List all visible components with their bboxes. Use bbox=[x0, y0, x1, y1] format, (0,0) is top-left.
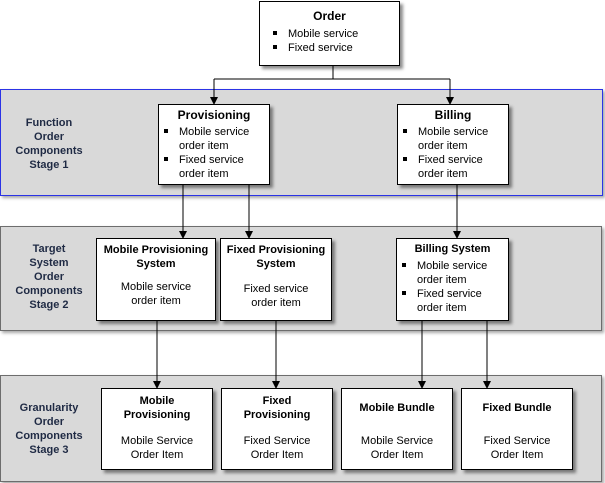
order-title: Order bbox=[313, 9, 346, 23]
fixed-bundle-title: Fixed Bundle bbox=[482, 402, 552, 414]
connector-order-fanout bbox=[214, 66, 450, 80]
billing-system-title: Billing System bbox=[414, 243, 491, 255]
order-box: Order Mobile service Fixed service bbox=[259, 1, 400, 66]
provisioning-title: Provisioning bbox=[177, 108, 251, 122]
order-item: Mobile service bbox=[268, 27, 399, 41]
billing-title: Billing bbox=[434, 108, 472, 122]
order-item: Fixed service bbox=[268, 41, 399, 55]
mobile-bundle-title: Mobile Bundle bbox=[359, 402, 435, 414]
